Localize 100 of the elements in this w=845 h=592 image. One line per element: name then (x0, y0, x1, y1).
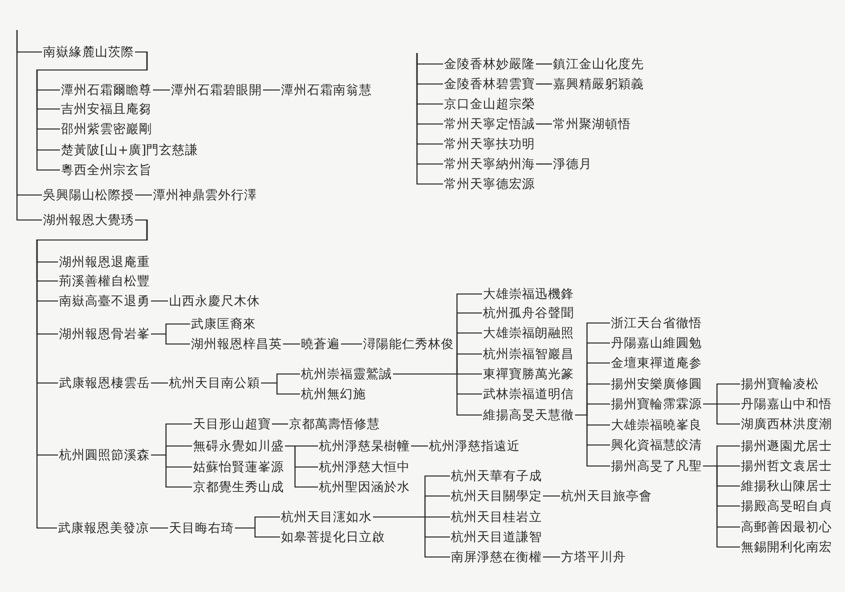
connector-line (151, 300, 168, 302)
lineage-name: 潭州石霜碧眼開 (170, 82, 263, 98)
lineage-name: 高郵善因最初心 (740, 519, 833, 535)
lineage-name: 常州聚湖頓悟 (552, 116, 632, 132)
lineage-name: 杭州孤舟谷聲聞 (482, 305, 575, 321)
lineage-name: 浙江天台省徹悟 (610, 315, 703, 331)
connector-line (703, 465, 740, 548)
connector-line (153, 89, 170, 91)
lineage-name: 武林崇福道明信 (482, 386, 575, 402)
lineage-name: 大雄崇福迅機鋒 (482, 286, 575, 302)
lineage-name: 無碍永覺如川盛 (192, 438, 285, 454)
lineage-name: 杭州天目南公穎 (168, 375, 261, 391)
connector-line (151, 454, 192, 488)
lineage-name: 常州天寧納州海 (443, 156, 536, 172)
lineage-name: 金陵香林碧雲寶 (443, 76, 536, 92)
lineage-name: 邵州紫雲密巖剛 (60, 121, 153, 137)
lineage-name: 荊溪善權自松豐 (58, 273, 151, 289)
lineage-name: 維揚秋山陳居士 (740, 478, 833, 494)
connector-line (393, 373, 482, 416)
lineage-name: 鎮江金山化度先 (552, 56, 645, 72)
lineage-name: 武康匡裔來 (190, 316, 257, 332)
lineage-name: 大雄崇福曉峯良 (610, 417, 703, 433)
connector-line (536, 83, 552, 85)
lineage-name: 潭州石霜爾瞻尊 (60, 82, 153, 98)
lineage-name: 杭州天目桂岩立 (450, 509, 543, 525)
connector-line (151, 333, 190, 345)
lineage-name: 山西永慶尺木休 (168, 293, 261, 309)
lineage-name: 杭州崇福靈鷲誠 (300, 366, 393, 382)
lineage-name: 杭州崇福智巖昌 (482, 346, 575, 362)
connector-line (135, 194, 152, 196)
lineage-name: 姑蘇怡賢蓮峯源 (192, 459, 285, 475)
lineage-name: 杭州淨慈指遠近 (428, 438, 521, 454)
lineage-name: 常州天寧扶功明 (443, 136, 536, 152)
lineage-name: 杭州天目旅亭會 (560, 488, 653, 504)
lineage-name: 常州天寧德宏源 (443, 176, 536, 192)
lineage-name: 吳興陽山松際授 (42, 187, 135, 203)
lineage-name: 湖州報恩骨岩峯 (58, 326, 151, 342)
connector-line (703, 403, 740, 425)
lineage-name: 揚州哲文袁居士 (740, 458, 833, 474)
connector-line (416, 53, 443, 185)
lineage-name: 維揚高旻天慧徹 (482, 407, 575, 423)
lineage-name: 東禪寶勝萬光篆 (482, 366, 575, 382)
lineage-name: 揚州安樂廣修圓 (610, 376, 703, 392)
lineage-name: 杭州天目關學定 (450, 488, 543, 504)
connector-line (272, 423, 288, 425)
lineage-name: 潭州石霜南翁慧 (280, 82, 373, 98)
lineage-name: 湖州報恩梓昌英 (190, 336, 283, 352)
lineage-name: 常州天寧定悟誠 (443, 116, 536, 132)
lineage-name: 京都覺生秀山成 (192, 479, 285, 495)
lineage-name: 如皋菩提化日立啟 (280, 529, 386, 545)
lineage-name: 興化資福慧皎清 (610, 437, 703, 453)
lineage-name: 淨德月 (552, 156, 593, 172)
lineage-name: 杭州無幻施 (300, 386, 367, 402)
lineage-name: 楚黃陂[山+廣]門玄慈謙 (60, 142, 200, 158)
connector-line (575, 414, 610, 467)
connector-line (283, 343, 300, 345)
lineage-name: 湖州報恩大覺琇 (42, 212, 135, 228)
connector-line (536, 63, 552, 65)
lineage-name: 南嶽緣麓山茨際 (42, 44, 135, 60)
lineage-name: 金陵香林妙嚴隆 (443, 56, 536, 72)
lineage-name: 天目晦右琦 (168, 520, 235, 536)
lineage-name: 粵西全州宗玄旨 (60, 162, 153, 178)
connector-line (36, 219, 148, 529)
connector-line (536, 163, 552, 165)
lineage-name: 武康報恩美發凉 (57, 520, 150, 536)
lineage-name: 大雄崇福朗融照 (482, 325, 575, 341)
connector-line (151, 382, 168, 384)
lineage-name: 揚州寶輪霈霖源 (610, 396, 703, 412)
connector-line (536, 123, 552, 125)
lineage-name: 杭州圓照節溪森 (58, 447, 151, 463)
lineage-name: 曉蒼遍 (300, 336, 341, 352)
lineage-name: 潭州神鼎雲外行澤 (152, 187, 258, 203)
lineage-name: 天目形山超寶 (192, 416, 272, 432)
lineage-name: 南嶽高臺不退勇 (58, 293, 151, 309)
lineage-name: 京口金山超宗榮 (443, 96, 536, 112)
connector-line (261, 382, 300, 395)
lineage-name: 潯陽能仁秀林俊 (362, 336, 455, 352)
lineage-name: 杭州聖因涵於水 (318, 479, 411, 495)
connector-line (235, 527, 280, 538)
lineage-name: 湖州報恩退庵重 (58, 254, 151, 270)
lineage-name: 揚州寶輪凌松 (740, 376, 820, 392)
connector-line (263, 89, 280, 91)
connector-line (150, 527, 168, 529)
lineage-name: 湖廣西林洪度潮 (740, 416, 833, 432)
lineage-name: 杭州天華有子成 (450, 468, 543, 484)
lineage-name: 無錫開利化南宏 (740, 539, 833, 555)
lineage-name: 嘉興精嚴躬穎義 (552, 76, 645, 92)
lineage-name: 杭州淨慈杲樹幢 (318, 438, 411, 454)
connector-line (36, 51, 148, 171)
lineage-name: 京都萬壽悟修慧 (288, 416, 381, 432)
lineage-name: 杭州天目瀗如水 (280, 509, 373, 525)
lineage-name: 丹陽嘉山中和悟 (740, 396, 833, 412)
connector-line (543, 556, 560, 558)
lineage-name: 杭州淨慈大恒中 (318, 459, 411, 475)
lineage-name: 杭州天目道謙智 (450, 529, 543, 545)
lineage-name: 武康報恩棲雲岳 (58, 375, 151, 391)
lineage-name: 金壇東禪道庵参 (610, 355, 703, 371)
connector-line (285, 445, 318, 488)
connector-line (543, 495, 560, 497)
lineage-name: 南屏淨慈在衡權 (450, 549, 543, 565)
